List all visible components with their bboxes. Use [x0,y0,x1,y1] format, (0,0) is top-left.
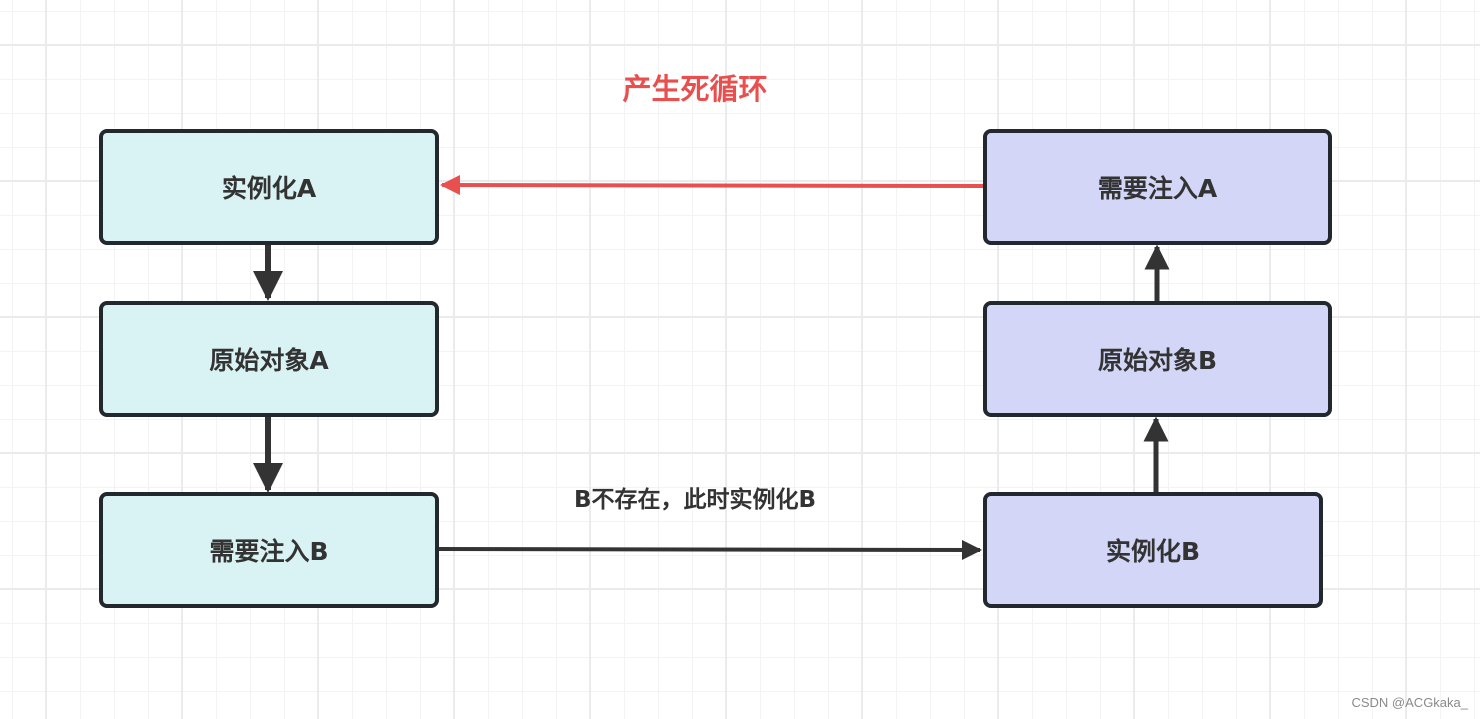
watermark: CSDN @ACGkaka_ [1351,695,1468,710]
edge-label-instantiate-b: B不存在，此时实例化B [573,487,817,513]
node-inject-b[interactable]: 需要注入B [99,492,439,608]
node-instantiate-b[interactable]: 实例化B [983,492,1323,608]
node-inject-a[interactable]: 需要注入A [983,129,1332,245]
node-instantiate-a-label: 实例化A [221,174,317,203]
diagram-title-loop: 产生死循环 [622,72,768,106]
node-inject-a-label: 需要注入A [1097,174,1218,203]
edge-inject-a-to-instantiate-a-loop [440,175,984,196]
node-inject-b-label: 需要注入B [209,537,329,566]
node-raw-object-b[interactable]: 原始对象B [983,301,1332,417]
node-raw-object-a-label: 原始对象A [209,346,329,375]
node-instantiate-a[interactable]: 实例化A [99,129,439,245]
edge-inject-b-to-instantiate-b [437,539,982,560]
node-instantiate-b-label: 实例化B [1105,537,1201,566]
node-raw-object-b-label: 原始对象B [1097,346,1218,375]
node-raw-object-a[interactable]: 原始对象A [99,301,439,417]
